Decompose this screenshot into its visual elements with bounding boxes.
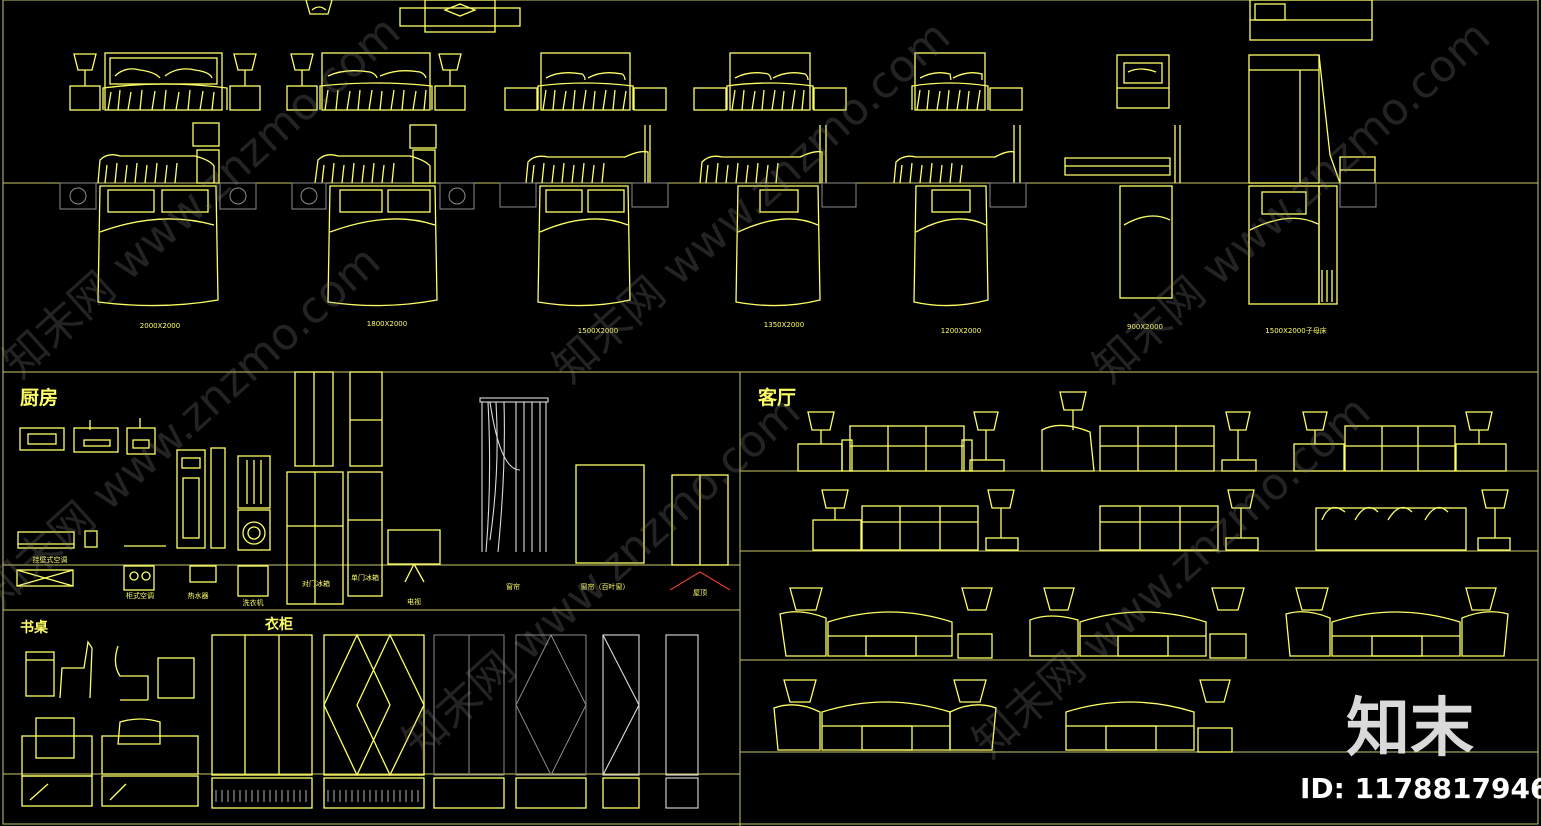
appliance-label: 柜式空调	[126, 591, 154, 600]
bed-size-label: 900X2000	[1127, 323, 1163, 331]
watermark-text: 知末网 www.znzmo.com	[0, 6, 410, 388]
bed-size-label: 1500X2000	[578, 327, 618, 335]
watermark-layer: 知末网 www.znzmo.com 知末网 www.znzmo.com 知末网 …	[0, 6, 1500, 768]
brand-logo: 知末	[1346, 692, 1474, 766]
kitchen-labels: 挂壁式空调 柜式空调 热水器 洗衣机 对门冰箱 单门冰箱 电视 窗帘 窗帘（百叶…	[33, 555, 708, 607]
bed-plans	[59, 182, 1377, 307]
wardrobes	[211, 633, 699, 809]
bed-size-label: 1800X2000	[367, 320, 407, 328]
bed-side-elevations	[97, 122, 1181, 184]
watermark-text: 知末网 www.znzmo.com	[963, 386, 1380, 768]
appliance-label: 窗帘（百叶窗）	[581, 582, 630, 591]
appliance-label: 窗帘	[506, 582, 520, 591]
bed-size-label: 1200X2000	[941, 327, 981, 335]
curtain	[479, 397, 549, 553]
living-room-section-title: 客厅	[758, 386, 796, 409]
appliance-label: 屋顶	[693, 589, 707, 597]
appliance-label: 对门冰箱	[302, 579, 330, 588]
watermark-text: 知末网 www.znzmo.com	[1083, 11, 1500, 393]
bed-size-labels: 2000X2000 1800X2000 1500X2000 1350X2000 …	[140, 320, 1327, 335]
watermark-text: 知末网 www.znzmo.com	[393, 386, 810, 768]
appliance-label: 单门冰箱	[351, 573, 379, 582]
kitchen-section-title: 厨房	[20, 386, 58, 409]
living-room-sofas	[773, 391, 1511, 753]
bed-size-label: 1500X2000子母床	[1265, 326, 1326, 335]
desk-set	[21, 640, 199, 807]
appliance-label: 热水器	[188, 591, 209, 600]
bed-size-label: 2000X2000	[140, 322, 180, 330]
asset-id-label: ID: 1178817946	[1300, 772, 1541, 805]
bed-size-label: 1350X2000	[764, 321, 804, 329]
desk-section-title: 书桌	[20, 619, 49, 636]
wardrobe-section-title: 衣柜	[265, 616, 293, 633]
top-partial-items	[305, 0, 1373, 41]
appliance-label: 洗衣机	[243, 598, 264, 607]
bed-elevations	[69, 52, 1376, 184]
kitchen-appliances	[16, 371, 731, 605]
appliance-label: 挂壁式空调	[33, 555, 68, 564]
watermark-text: 知末网 www.znzmo.com	[543, 11, 960, 393]
appliance-label: 电视	[407, 597, 421, 606]
